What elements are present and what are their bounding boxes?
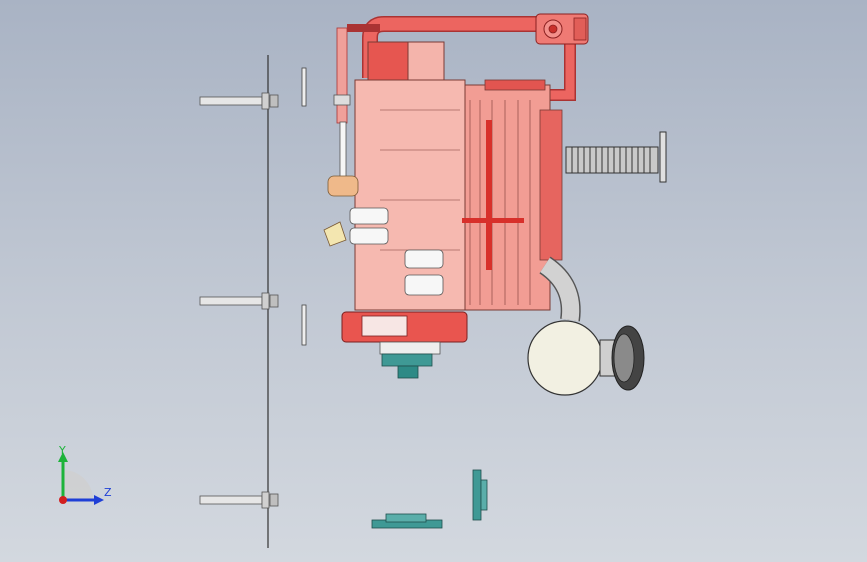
flywheel-housing[interactable]: [341, 311, 468, 343]
turbocharger[interactable]: [535, 13, 589, 45]
filter-canisters[interactable]: [349, 207, 444, 296]
loose-pulley-edge[interactable]: [472, 469, 488, 521]
air-cleaner[interactable]: [527, 256, 645, 396]
loose-pulley-flat[interactable]: [371, 513, 443, 529]
engine-block[interactable]: [354, 41, 563, 311]
mounting-bolt-top[interactable]: [199, 92, 279, 110]
turbo-crossover-pipe[interactable]: [347, 15, 576, 101]
mounting-bolt-middle[interactable]: [199, 292, 279, 310]
crank-pulley[interactable]: [379, 341, 441, 379]
fuel-pump[interactable]: [327, 175, 359, 197]
spacer-plate-top[interactable]: [301, 67, 307, 107]
y-axis-label: Y: [58, 444, 66, 457]
mounting-bolt-bottom[interactable]: [199, 491, 279, 509]
origin-marker: [59, 496, 67, 504]
intake-pipe-left[interactable]: [333, 27, 351, 183]
spacer-plate-middle[interactable]: [301, 304, 307, 346]
z-axis-label: Z: [104, 486, 112, 499]
coordinate-triad: Y Z: [58, 444, 112, 505]
sensor-probe[interactable]: [323, 221, 347, 247]
exhaust-bellows[interactable]: [565, 131, 667, 183]
